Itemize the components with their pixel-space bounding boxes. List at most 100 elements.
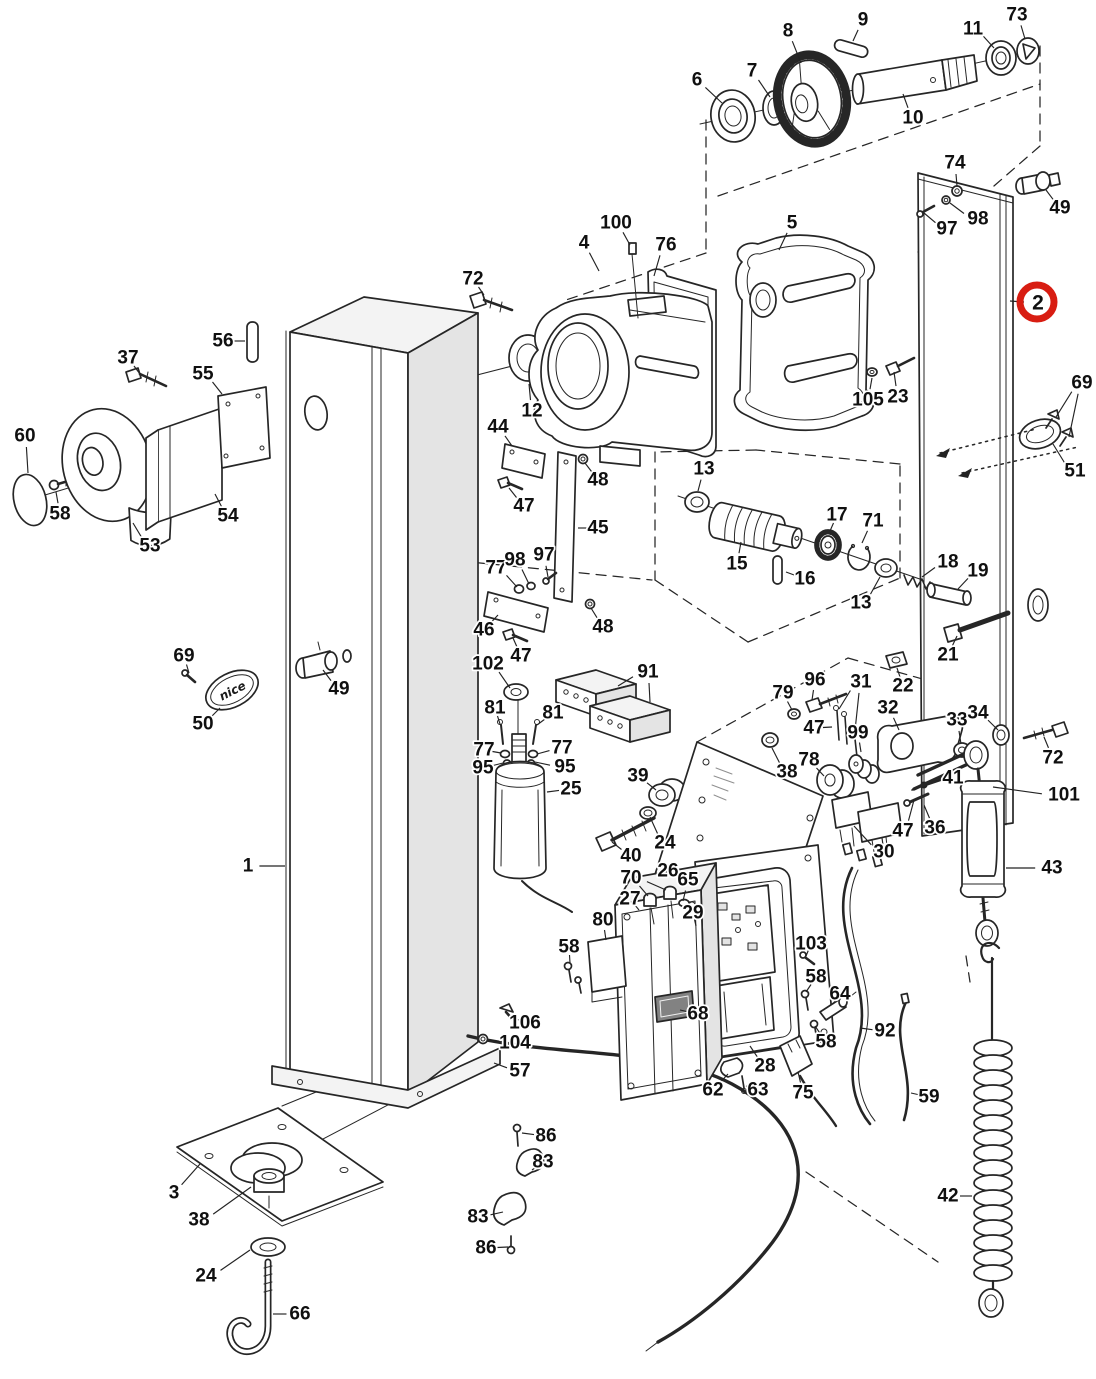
part-label-18: 18 (937, 552, 958, 573)
part-label-101: 101 (1048, 785, 1080, 806)
leader-line (490, 614, 499, 623)
cam-discs-99 (848, 754, 880, 784)
part-label-48: 48 (587, 470, 608, 491)
part-label-21: 21 (937, 645, 959, 666)
leader-line (892, 717, 900, 731)
bolt-96 (805, 692, 848, 713)
leader-line (829, 522, 835, 532)
part-label-69: 69 (1071, 373, 1092, 394)
part-label-95: 95 (554, 757, 576, 778)
leader-line (211, 707, 221, 717)
leader-line (25, 446, 29, 474)
leader-line (859, 1027, 873, 1031)
leader-line (493, 1062, 508, 1069)
screw-86-bottom (506, 1235, 516, 1255)
motor-housing-4 (528, 291, 713, 467)
part-label-7: 7 (747, 61, 758, 82)
lock-49-pillar (295, 641, 352, 679)
leader-line (496, 1246, 509, 1249)
part-label-5: 5 (787, 213, 798, 234)
leader-line (506, 575, 518, 588)
part-label-102: 102 (472, 654, 504, 675)
part-label-45: 45 (587, 518, 609, 539)
bearing-11 (985, 40, 1017, 76)
part-label-86: 86 (535, 1126, 556, 1147)
part-label-98: 98 (504, 550, 525, 571)
release-bracket-5 (733, 234, 876, 432)
leader-line (958, 730, 962, 745)
bushing-13a (684, 491, 710, 513)
bracket-54 (145, 407, 223, 531)
part-label-47: 47 (513, 496, 534, 517)
part-label-43: 43 (1041, 858, 1062, 879)
leader-line (679, 1009, 690, 1013)
part-label-97: 97 (533, 545, 554, 566)
part-label-47: 47 (892, 821, 913, 842)
leader-line (622, 232, 631, 246)
leader-line (902, 93, 909, 108)
leader-line (858, 742, 862, 753)
part-label-99: 99 (847, 723, 868, 744)
part-label-83: 83 (532, 1152, 553, 1173)
nut-38-plate (253, 1168, 285, 1209)
part-label-2: 2 (1032, 292, 1044, 315)
leader-line (488, 1039, 503, 1043)
leader-line (220, 1249, 251, 1271)
leader-line (212, 381, 223, 395)
part-label-56: 56 (212, 331, 233, 352)
part-label-73: 73 (1006, 5, 1027, 26)
leader-line (832, 998, 837, 1005)
wire-harness-92 (841, 866, 876, 1126)
part-label-51: 51 (1064, 461, 1086, 482)
part-label-70: 70 (620, 868, 641, 889)
part-label-1: 1 (243, 856, 254, 877)
part-label-91: 91 (637, 662, 659, 683)
cover-disc-60 (12, 473, 48, 527)
leader-line (951, 635, 958, 646)
leader-line (133, 365, 141, 375)
part-label-37: 37 (117, 348, 138, 369)
part-label-44: 44 (487, 417, 509, 438)
part-label-100: 100 (600, 213, 632, 234)
part-label-105: 105 (852, 390, 884, 411)
screw-47-bottom (502, 628, 529, 643)
nut-24-mid (639, 806, 657, 820)
plate-55 (217, 386, 271, 469)
plate-44 (501, 443, 546, 479)
leader-line (545, 565, 549, 578)
part-label-47: 47 (510, 646, 531, 667)
part-label-33: 33 (946, 710, 967, 731)
j-bolt-66 (226, 1258, 273, 1355)
leader-line (881, 837, 884, 846)
leader-line (504, 435, 513, 447)
leader-line (896, 667, 901, 678)
brand-badge-50: nice (205, 669, 259, 711)
part-label-63: 63 (747, 1080, 768, 1101)
leader-line (181, 1163, 201, 1186)
leader-line (521, 1132, 535, 1136)
leader-line (861, 530, 869, 544)
part-label-69: 69 (173, 646, 194, 667)
part-label-49: 49 (328, 679, 349, 700)
stud-74 (951, 185, 963, 197)
microswitches-30 (831, 791, 903, 868)
bushing-13b (874, 558, 898, 578)
highlight-layer: 2 (1009, 281, 1058, 323)
washer-105 (866, 367, 878, 377)
part-label-81: 81 (542, 703, 564, 724)
part-label-92: 92 (874, 1021, 895, 1042)
leader-line (212, 1186, 252, 1215)
part-label-104: 104 (499, 1033, 531, 1054)
leader-line (492, 762, 504, 767)
leader-line (496, 715, 501, 725)
leader-line (646, 782, 657, 791)
washer-34 (992, 724, 1010, 746)
part-label-62: 62 (702, 1080, 723, 1101)
part-label-98: 98 (967, 209, 988, 230)
group-dashed-lines (409, 45, 1041, 1263)
leader-line (1055, 391, 1073, 418)
leader-line (814, 1025, 821, 1035)
screw-47-top (497, 476, 524, 491)
leader-line (749, 1045, 758, 1058)
